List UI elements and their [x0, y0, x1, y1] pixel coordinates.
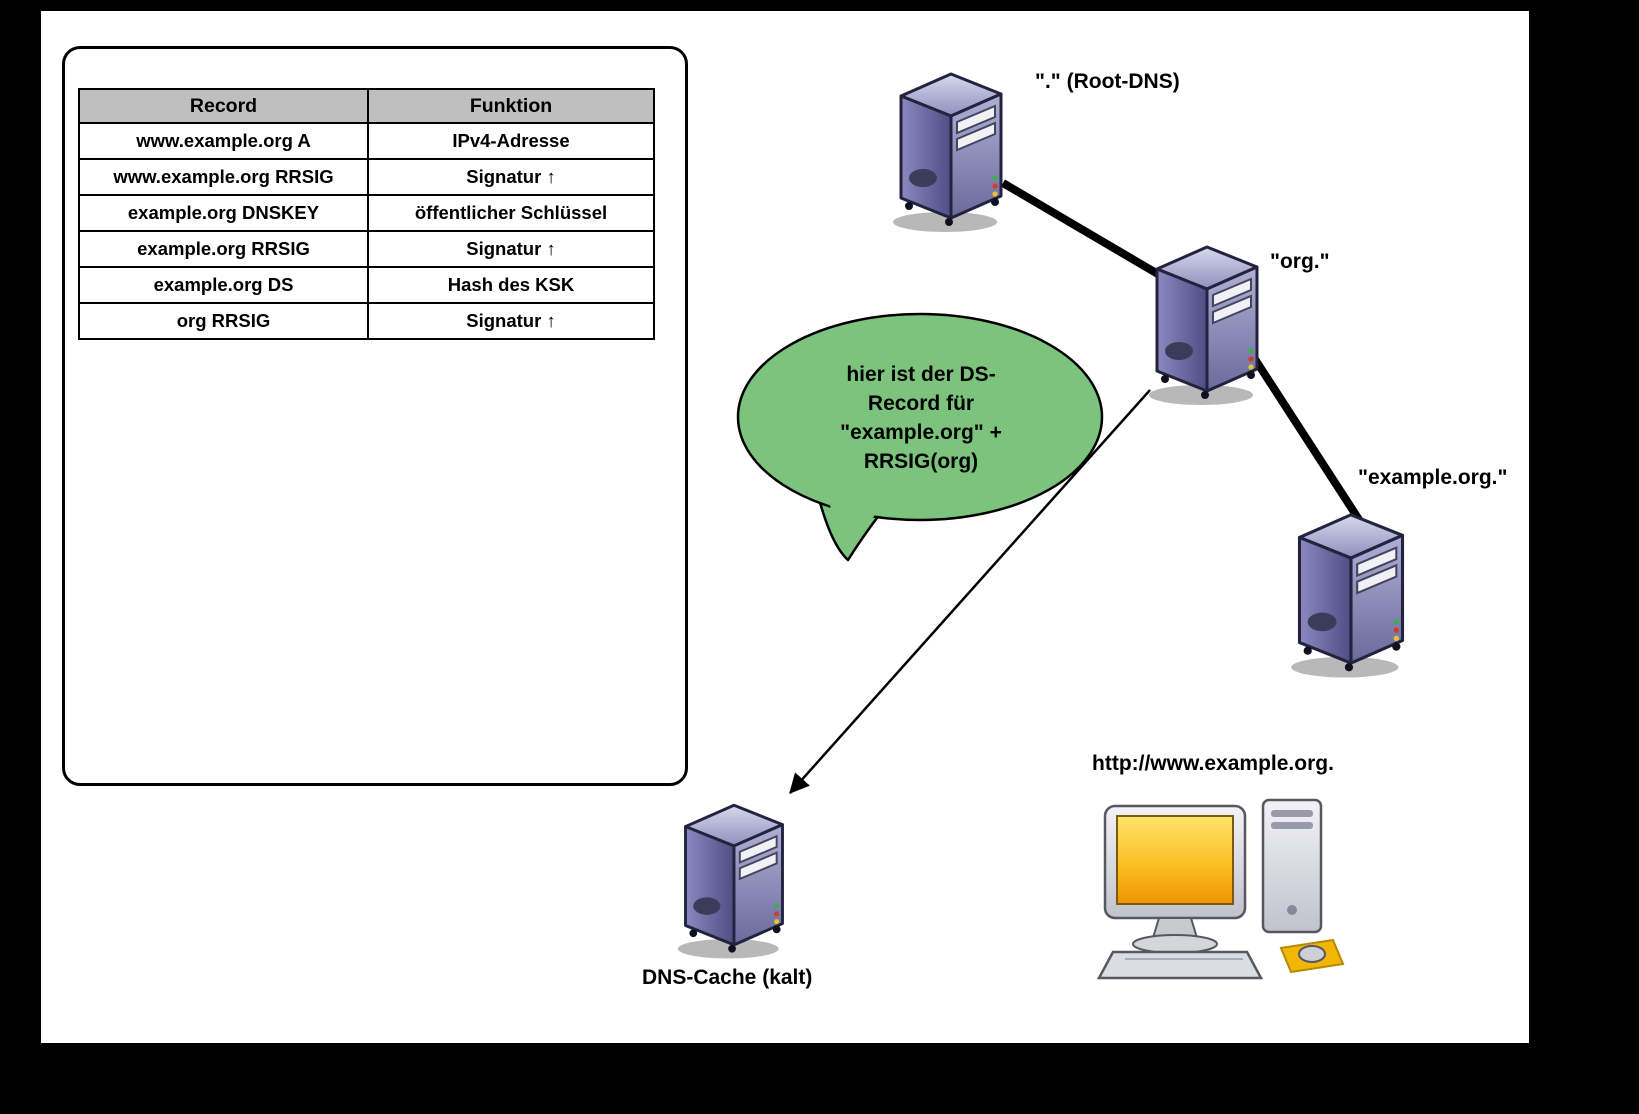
speech-bubble-tail-fill [825, 482, 882, 554]
dns-cache-server-icon [670, 793, 798, 961]
table-row: org RRSIG Signatur ↑ [78, 302, 655, 340]
table-row: www.example.org A IPv4-Adresse [78, 122, 655, 160]
record-cell: org RRSIG [78, 302, 369, 340]
funktion-cell: Signatur ↑ [367, 158, 655, 196]
root-dns-server-icon [885, 62, 1017, 234]
funktion-cell: Signatur ↑ [367, 230, 655, 268]
speech-bubble-text: hier ist der DS- Record für "example.org… [775, 360, 1067, 476]
table-header-record: Record [78, 88, 369, 124]
bubble-line: hier ist der DS- [846, 363, 996, 386]
desktop-computer-icon [1085, 792, 1345, 992]
table-row: www.example.org RRSIG Signatur ↑ [78, 158, 655, 196]
funktion-cell: Signatur ↑ [367, 302, 655, 340]
org-dns-label: "org." [1270, 250, 1330, 273]
table-row: example.org RRSIG Signatur ↑ [78, 230, 655, 268]
record-cell: www.example.org A [78, 122, 369, 160]
funktion-cell: IPv4-Adresse [367, 122, 655, 160]
bubble-line: RRSIG(org) [863, 450, 979, 473]
speech-bubble-body [736, 312, 1104, 522]
bubble-line: "example.org" + [840, 421, 1002, 444]
client-url-label: http://www.example.org. [1092, 752, 1334, 775]
funktion-cell: öffentlicher Schlüssel [367, 194, 655, 232]
record-cell: example.org DS [78, 266, 369, 304]
funktion-cell: Hash des KSK [367, 266, 655, 304]
record-cell: example.org DNSKEY [78, 194, 369, 232]
record-table: Record Funktion www.example.org A IPv4-A… [78, 88, 655, 340]
table-row: example.org DS Hash des KSK [78, 266, 655, 304]
example-dns-label: "example.org." [1358, 466, 1508, 489]
example-dns-server-icon [1283, 502, 1419, 680]
record-cell: www.example.org RRSIG [78, 158, 369, 196]
table-header-row: Record Funktion [78, 88, 655, 124]
root-dns-label: "." (Root-DNS) [1035, 70, 1180, 93]
dns-cache-label: DNS-Cache (kalt) [642, 966, 813, 989]
bubble-line: Record für [867, 392, 975, 415]
speech-bubble [736, 312, 1104, 562]
table-row: example.org DNSKEY öffentlicher Schlüsse… [78, 194, 655, 232]
table-header-funktion: Funktion [367, 88, 655, 124]
record-cell: example.org RRSIG [78, 230, 369, 268]
org-dns-server-icon [1141, 235, 1273, 407]
